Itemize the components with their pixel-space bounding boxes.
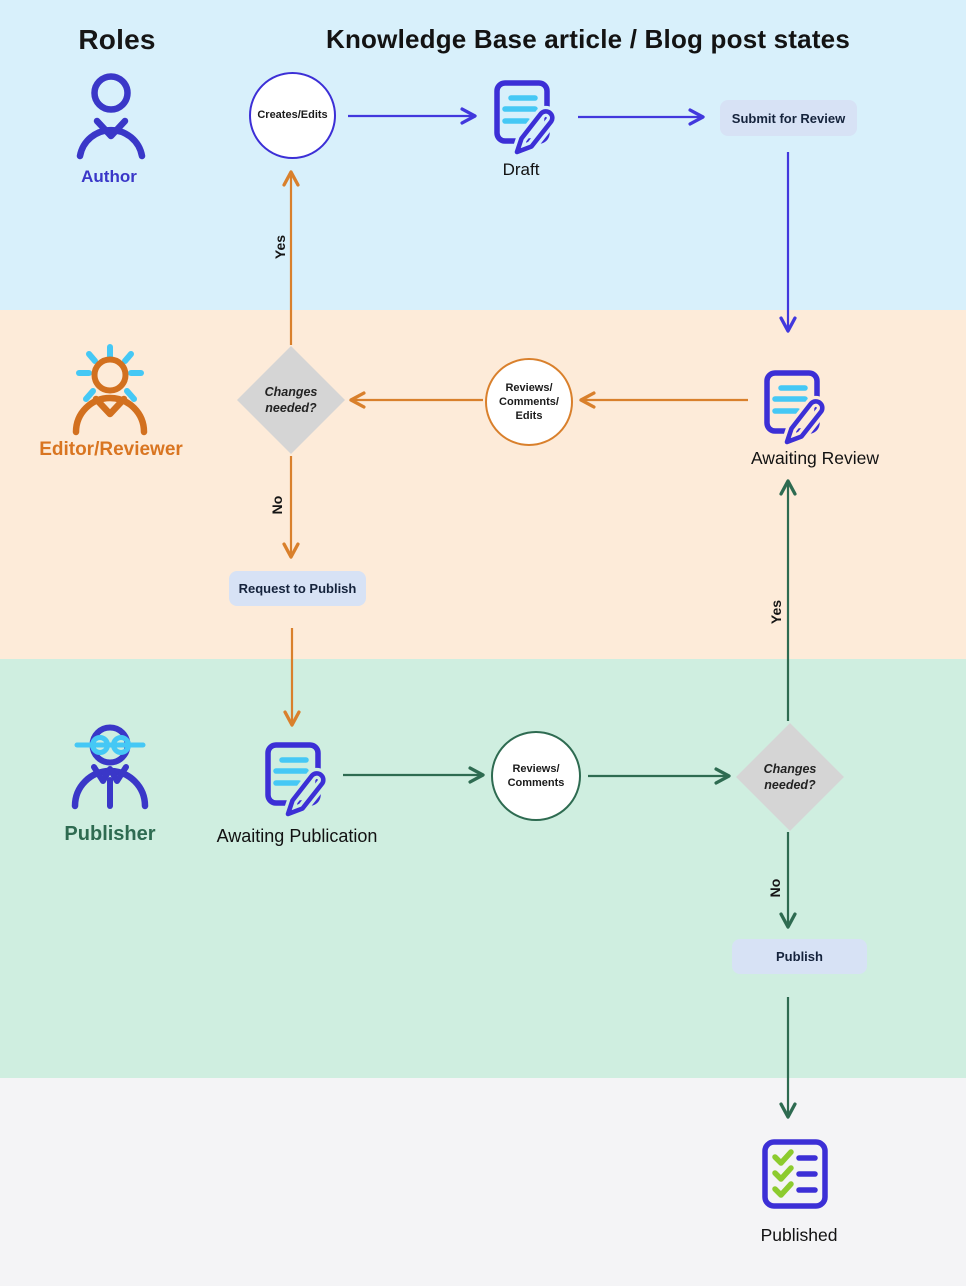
submit-for-review-button: Submit for Review: [720, 100, 857, 136]
editor-role-label: Editor/Reviewer: [39, 439, 183, 460]
editor-person-icon: [72, 344, 148, 436]
author-role-label: Author: [81, 167, 137, 186]
author-person-icon: [76, 73, 146, 160]
lane-final: [0, 1078, 966, 1286]
publisher-role-label: Publisher: [64, 823, 156, 845]
draft-state-label: Draft: [502, 160, 540, 179]
awaiting-review-document-icon: [764, 370, 828, 446]
published-checklist-icon: [762, 1139, 828, 1209]
published-state-label: Published: [760, 1225, 838, 1245]
publish-button: Publish: [732, 939, 867, 974]
edge-label-no-editor: No: [269, 495, 285, 515]
awaiting-publication-document-icon: [265, 742, 329, 818]
publisher-person-icon: [71, 724, 149, 810]
reviews-comments-node: Reviews/ Comments: [491, 731, 581, 821]
lane-publisher: [0, 659, 966, 1078]
reviews-comments-edits-node: Reviews/ Comments/ Edits: [485, 358, 573, 446]
page-title: Knowledge Base article / Blog post state…: [326, 24, 850, 54]
draft-document-icon: [494, 80, 558, 156]
lane-editor: [0, 310, 966, 659]
edge-label-yes-publisher: Yes: [768, 599, 784, 625]
roles-header: Roles: [78, 24, 156, 55]
awaiting-publication-state-label: Awaiting Publication: [216, 826, 378, 846]
creates-edits-node: Creates/Edits: [249, 72, 336, 159]
lane-author: [0, 0, 966, 310]
request-to-publish-button: Request to Publish: [229, 571, 366, 606]
awaiting-review-state-label: Awaiting Review: [750, 448, 880, 468]
edge-label-yes-editor: Yes: [272, 234, 288, 260]
edge-label-no-publisher: No: [767, 878, 783, 898]
